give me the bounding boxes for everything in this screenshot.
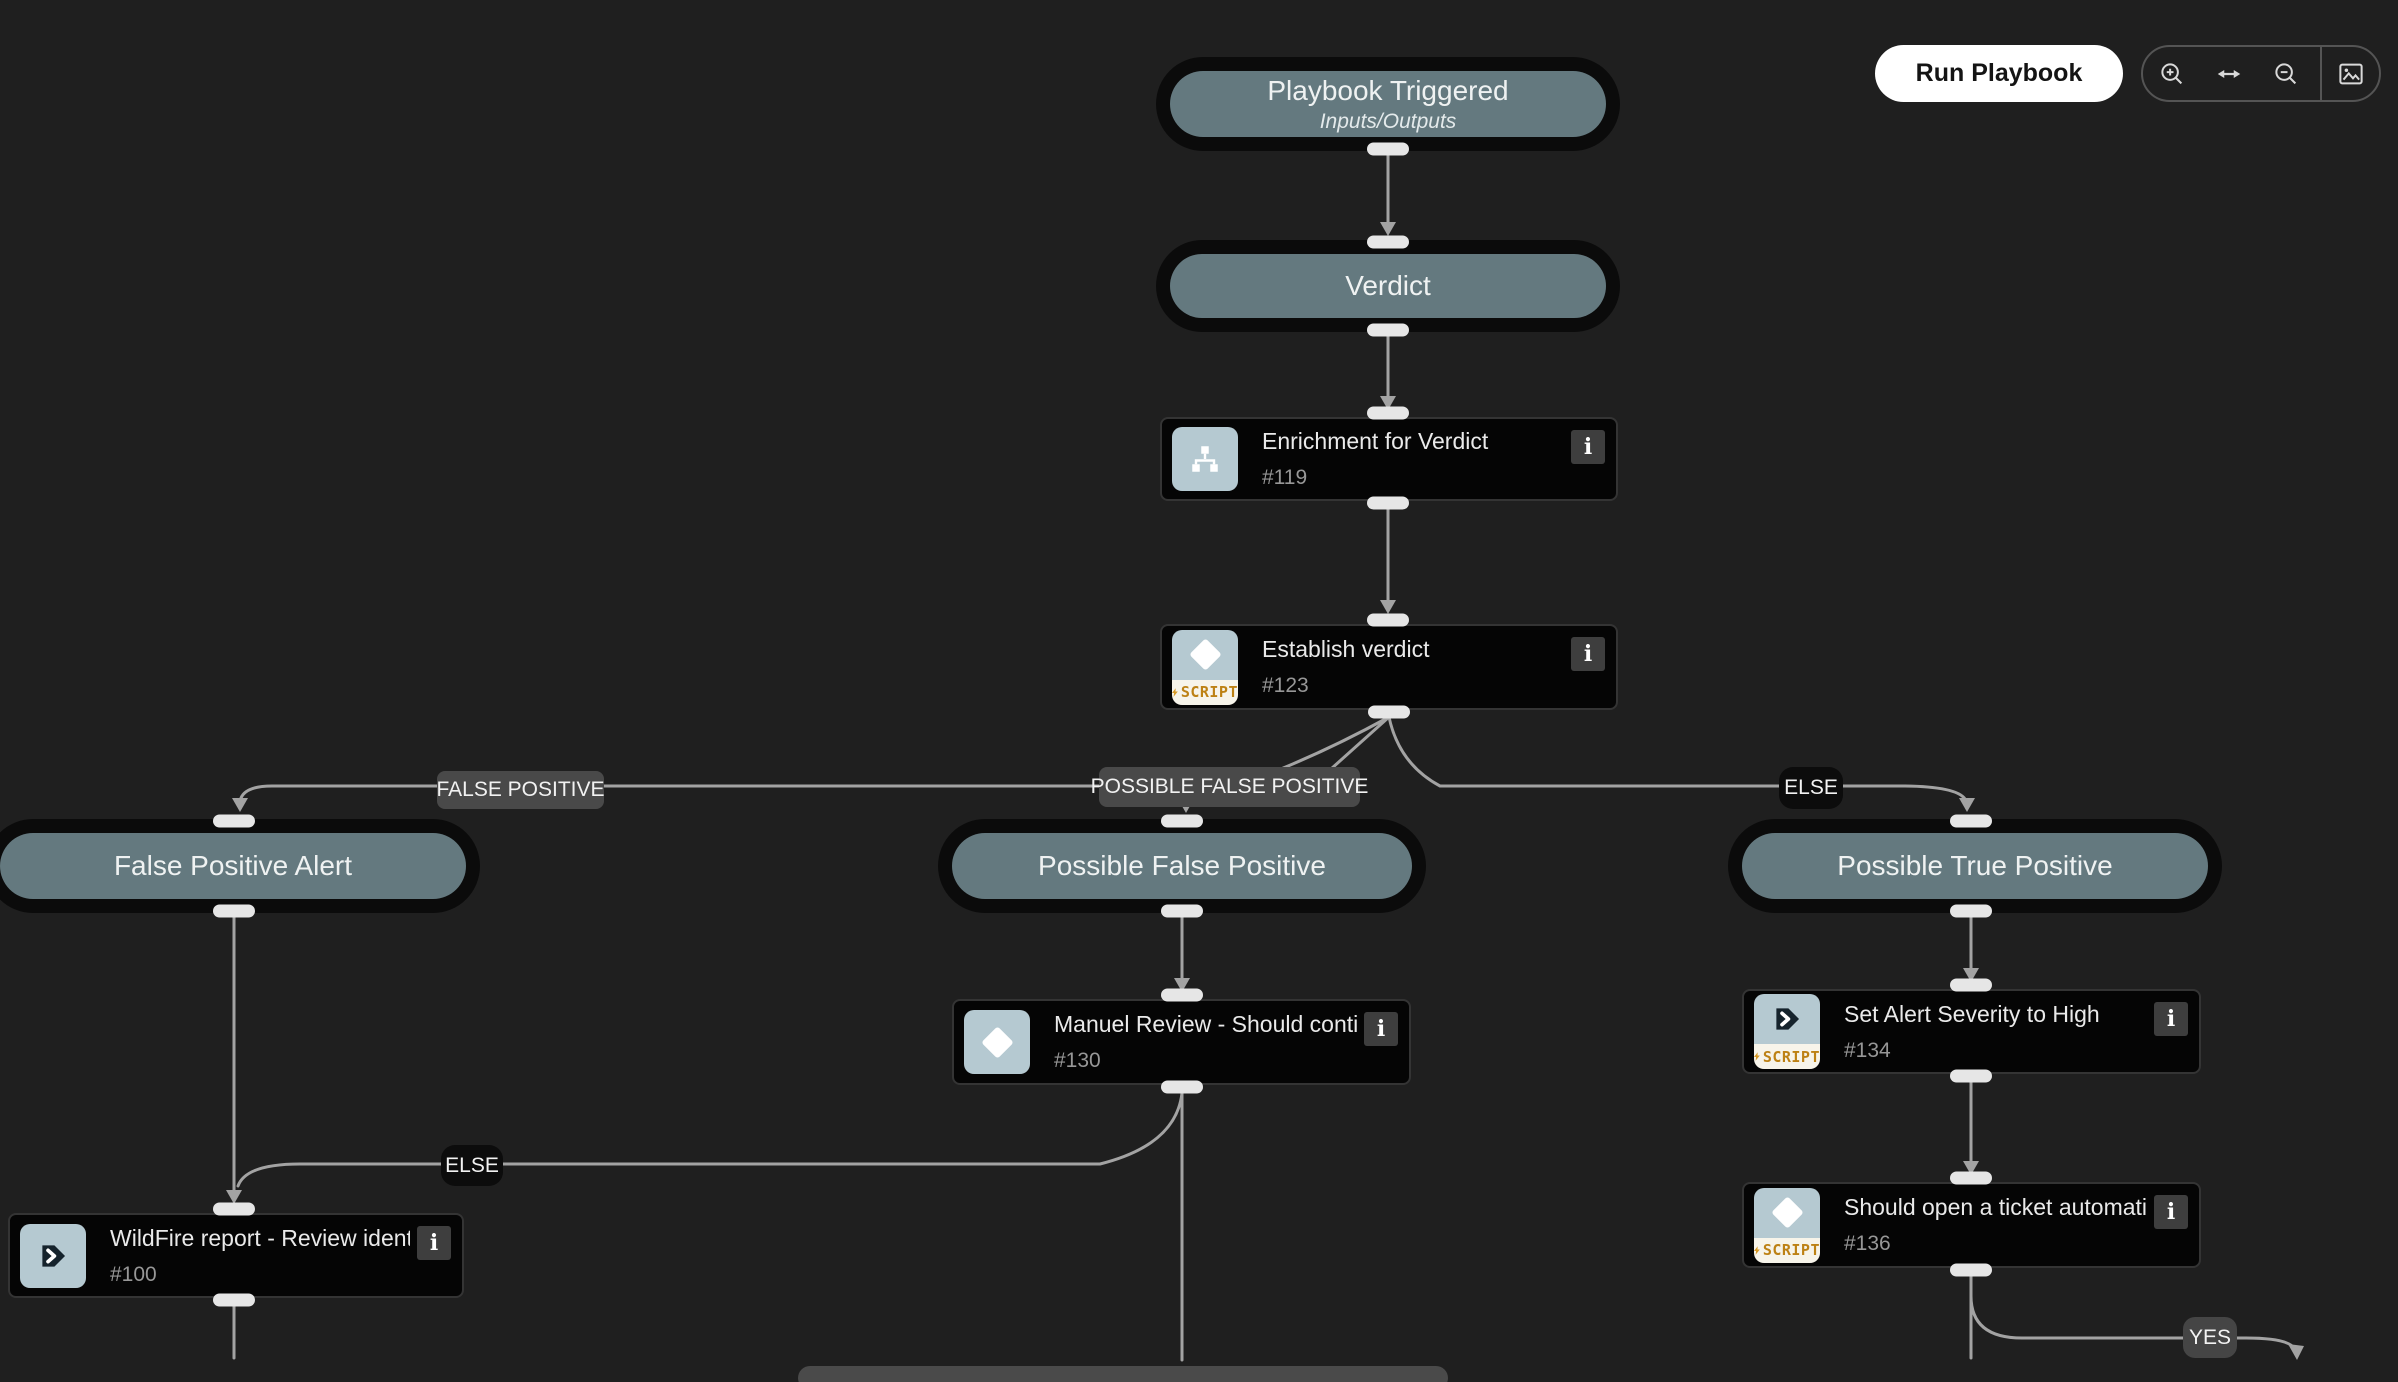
edge-false-positive <box>238 715 1391 802</box>
script-badge: SCRIPT <box>1754 1044 1820 1069</box>
lightning-icon <box>1754 1245 1760 1255</box>
condition-icon <box>1188 638 1222 671</box>
task-icon-tile <box>20 1223 86 1288</box>
connector-port[interactable] <box>1367 323 1409 337</box>
task-id: #119 <box>1262 466 1308 489</box>
task-title: Should open a ticket automatically ... <box>1844 1194 2147 1220</box>
zoom-out-button[interactable] <box>2271 59 2301 89</box>
edge-else-left <box>236 1091 1184 1188</box>
task-icon-tile: SCRIPT <box>1754 994 1820 1069</box>
lightning-icon <box>1172 687 1178 697</box>
canvas-zoom-toolbar <box>2141 45 2381 102</box>
node-verdict[interactable]: Verdict <box>1156 240 1620 332</box>
script-badge: SCRIPT <box>1754 1237 1820 1263</box>
connector-port[interactable] <box>1950 814 1992 828</box>
info-icon[interactable]: i <box>1571 430 1605 464</box>
connector-port[interactable] <box>1161 988 1203 1002</box>
toolbar-divider <box>2320 47 2322 100</box>
connector-port[interactable] <box>1367 142 1409 156</box>
node-enrichment-for-verdict[interactable]: Enrichment for Verdict #119 i <box>1160 417 1618 501</box>
node-manual-review[interactable]: Manuel Review - Should continue t... #13… <box>952 999 1411 1085</box>
connector-port[interactable] <box>1950 1263 1992 1277</box>
node-subtitle: Inputs/Outputs <box>1319 109 1457 133</box>
run-playbook-button[interactable]: Run Playbook <box>1875 45 2123 102</box>
edge-label-yes: YES <box>2183 1317 2237 1358</box>
edge-label-else-left: ELSE <box>441 1145 503 1186</box>
info-icon[interactable]: i <box>1571 637 1605 671</box>
zoom-in-button[interactable] <box>2157 59 2187 89</box>
node-title: False Positive Alert <box>113 850 353 881</box>
connector-port[interactable] <box>1161 814 1203 828</box>
node-false-positive-alert[interactable]: False Positive Alert <box>0 819 480 913</box>
connector-port[interactable] <box>1161 1080 1203 1094</box>
sub-playbook-icon <box>1192 446 1218 472</box>
node-open-ticket[interactable]: SCRIPT Should open a ticket automaticall… <box>1742 1182 2201 1268</box>
connector-port[interactable] <box>1950 1069 1992 1083</box>
fit-width-icon <box>2217 69 2241 78</box>
condition-icon <box>1770 1196 1804 1229</box>
node-title: Playbook Triggered <box>1267 74 1509 106</box>
edge-label-false-positive: FALSE POSITIVE <box>436 771 605 809</box>
zoom-out-icon <box>2275 62 2297 84</box>
node-title: Possible False Positive <box>1038 850 1326 881</box>
automation-icon <box>42 1244 66 1267</box>
image-icon <box>2339 63 2363 84</box>
edge-label-else-right: ELSE <box>1779 767 1843 809</box>
edge-label-possible-false-positive: POSSIBLE FALSE POSITIVE <box>1091 767 1368 807</box>
connector-port[interactable] <box>1950 978 1992 992</box>
node-playbook-triggered[interactable]: Playbook Triggered Inputs/Outputs <box>1156 57 1620 151</box>
task-icon-tile: SCRIPT <box>1172 629 1238 705</box>
zoom-in-icon <box>2161 62 2183 84</box>
task-id: #123 <box>1262 674 1309 697</box>
connector-port[interactable] <box>1950 904 1992 918</box>
info-icon[interactable]: i <box>417 1226 451 1260</box>
task-id: #136 <box>1844 1232 1891 1255</box>
connector-port[interactable] <box>1367 235 1409 249</box>
connector-port[interactable] <box>213 1202 255 1216</box>
info-icon[interactable]: i <box>2154 1002 2188 1036</box>
connector-port[interactable] <box>1161 904 1203 918</box>
task-title: WildFire report - Review identified ... <box>110 1224 410 1251</box>
node-title: Possible True Positive <box>1837 850 2113 881</box>
edge-arrowheads <box>226 222 2304 1360</box>
connector-port[interactable] <box>213 1293 255 1307</box>
node-establish-verdict[interactable]: SCRIPT Establish verdict #123 i <box>1160 624 1618 710</box>
task-icon-tile <box>964 1010 1030 1074</box>
node-possible-true-positive[interactable]: Possible True Positive <box>1728 819 2222 913</box>
connector-port[interactable] <box>213 904 255 918</box>
task-title: Set Alert Severity to High <box>1844 1000 2100 1027</box>
task-icon-tile <box>1172 427 1238 491</box>
info-icon[interactable]: i <box>1364 1012 1398 1046</box>
task-title: Manuel Review - Should continue t... <box>1054 1011 1357 1037</box>
task-id: #134 <box>1844 1038 1891 1062</box>
task-icon-tile: SCRIPT <box>1754 1187 1820 1263</box>
connector-port[interactable] <box>213 814 255 828</box>
node-possible-false-positive[interactable]: Possible False Positive <box>938 819 1426 913</box>
task-title: Enrichment for Verdict <box>1262 428 1489 454</box>
connector-port[interactable] <box>1367 613 1409 627</box>
connector-port[interactable] <box>1367 406 1409 420</box>
script-badge: SCRIPT <box>1172 679 1238 705</box>
connector-port[interactable] <box>1367 496 1409 510</box>
condition-icon <box>980 1025 1014 1059</box>
task-title: Establish verdict <box>1262 636 1430 662</box>
lightning-icon <box>1754 1052 1760 1061</box>
edge-yes <box>1969 1274 2296 1350</box>
connector-port[interactable] <box>1368 705 1410 719</box>
node-title: Verdict <box>1345 270 1431 301</box>
automation-icon <box>1776 1008 1800 1030</box>
task-id: #100 <box>110 1262 157 1286</box>
edge-else-right <box>1387 715 1967 801</box>
connector-port[interactable] <box>1950 1171 1992 1185</box>
info-icon[interactable]: i <box>2154 1195 2188 1229</box>
node-set-alert-severity[interactable]: SCRIPT Set Alert Severity to High #134 i <box>1742 989 2201 1074</box>
task-id: #130 <box>1054 1049 1101 1072</box>
node-playbook-triggered-body: Playbook Triggered Inputs/Outputs <box>1170 71 1606 137</box>
fit-width-button[interactable] <box>2214 59 2244 89</box>
node-wildfire-report[interactable]: WildFire report - Review identified ... … <box>8 1213 464 1298</box>
export-image-button[interactable] <box>2336 59 2366 89</box>
horizontal-scrollbar-thumb[interactable] <box>798 1366 1448 1382</box>
